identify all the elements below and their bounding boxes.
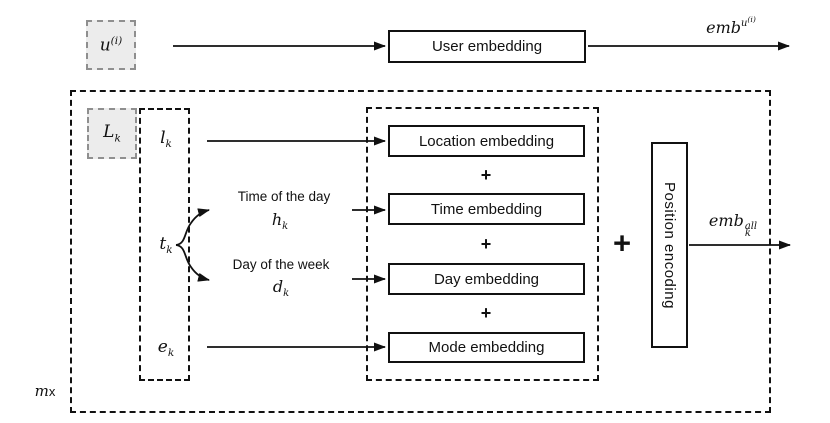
day-embedding-box: Day embedding: [388, 263, 585, 295]
location-embedding-box: Location embedding: [388, 125, 585, 157]
big-plus-operator: +: [612, 225, 632, 261]
embedding-sum-box: [366, 107, 599, 381]
repeat-count-label: mx: [34, 382, 56, 400]
location-var: lk: [160, 127, 172, 151]
step-input-box: Lk: [87, 108, 137, 159]
step-input-label: Lk: [103, 122, 121, 145]
arrow-time-split-up: [175, 208, 210, 246]
position-encoding-box: Position encoding: [651, 142, 688, 348]
plus-operator-3: +: [480, 303, 492, 323]
hour-var: hk: [271, 209, 289, 233]
mode-embedding-label: Mode embedding: [428, 339, 545, 356]
location-embedding-label: Location embedding: [418, 132, 555, 150]
user-input-box: u(i): [86, 20, 136, 70]
user-embedding-label: User embedding: [431, 38, 543, 55]
outer-repeat-box: [70, 90, 771, 413]
time-embedding-box: Time embedding: [388, 193, 585, 225]
plus-operator-1: +: [480, 165, 492, 185]
time-var: tk: [159, 233, 173, 257]
arrow-time-split-down: [175, 244, 210, 282]
user-input-label: u(i): [99, 34, 123, 56]
mode-var: ek: [157, 336, 175, 360]
day-embedding-label: Day embedding: [433, 270, 540, 288]
hour-label: Time of the day: [237, 189, 331, 205]
user-embedding-box: User embedding: [388, 30, 586, 63]
plus-operator-2: +: [480, 234, 492, 254]
day-label: Day of the week: [232, 257, 330, 273]
time-embedding-label: Time embedding: [430, 200, 543, 218]
day-var: dk: [272, 276, 290, 300]
feature-group-box: [139, 108, 190, 381]
position-encoding-label: Position encoding: [661, 181, 678, 309]
user-embedding-output-label: embu(i): [706, 15, 756, 37]
mode-embedding-box: Mode embedding: [388, 332, 585, 363]
